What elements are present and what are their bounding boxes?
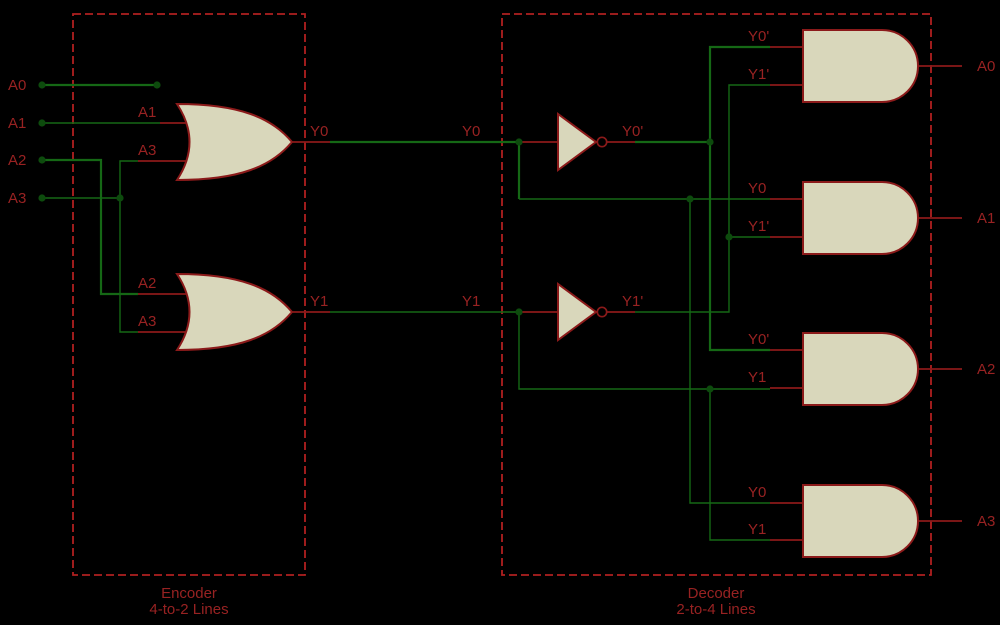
and-gate-1-icon[interactable] [802, 29, 919, 103]
input-label-a2: A2 [8, 152, 26, 169]
input-label-a1: A1 [8, 115, 26, 132]
junction-dot [38, 119, 46, 127]
not-gate-2-icon[interactable] [557, 282, 608, 342]
not2-out-label: Y1' [622, 293, 643, 310]
not-gate-1-icon[interactable] [557, 112, 608, 172]
net-y1-inverted[interactable] [635, 84, 770, 313]
and4-in2-label: Y1 [748, 521, 766, 538]
and1-in2-label: Y1' [748, 66, 769, 83]
junction-dot [153, 81, 161, 89]
and-gate-4-icon[interactable] [802, 484, 919, 558]
output-label-a2: A2 [977, 361, 995, 378]
or-gate-2-icon[interactable] [175, 272, 294, 352]
net-y1[interactable] [330, 311, 770, 541]
junction-dot [38, 81, 46, 89]
and-gate-3-icon[interactable] [802, 332, 919, 406]
bus-y0-label: Y0 [462, 123, 480, 140]
decoder-box [501, 13, 932, 576]
or2-in2-label: A3 [138, 313, 156, 330]
junction-dots [38, 81, 733, 393]
output-label-a3: A3 [977, 513, 995, 530]
and3-in2-label: Y1 [748, 369, 766, 386]
not1-out-label: Y0' [622, 123, 643, 140]
junction-dot [38, 156, 46, 164]
encoder-caption-line2: 4-to-2 Lines [149, 601, 228, 618]
decoder-caption-line2: 2-to-4 Lines [676, 601, 755, 618]
component-pins [138, 46, 962, 541]
and2-in1-label: Y0 [748, 180, 766, 197]
and4-in1-label: Y0 [748, 484, 766, 501]
junction-dot [686, 195, 694, 203]
junction-dot [706, 138, 714, 146]
junction-dot [725, 233, 733, 241]
net-a3[interactable] [42, 160, 138, 333]
or1-in1-label: A1 [138, 104, 156, 121]
junction-dot [706, 385, 714, 393]
junction-dot [38, 194, 46, 202]
or2-out-label: Y1 [310, 293, 328, 310]
not-gate-1-bubble [596, 136, 608, 148]
and-gate-2-icon[interactable] [802, 181, 919, 255]
input-label-a3: A3 [8, 190, 26, 207]
and1-in1-label: Y0' [748, 28, 769, 45]
and2-in2-label: Y1' [748, 218, 769, 235]
or1-out-label: Y0 [310, 123, 328, 140]
input-label-a0: A0 [8, 77, 26, 94]
encoder-caption-line1: Encoder [161, 585, 217, 602]
output-label-a1: A1 [977, 210, 995, 227]
and3-in1-label: Y0' [748, 331, 769, 348]
or2-in1-label: A2 [138, 275, 156, 292]
or1-in2-label: A3 [138, 142, 156, 159]
output-label-a0: A0 [977, 58, 995, 75]
junction-dot [515, 138, 523, 146]
net-y0-inverted[interactable] [635, 45, 770, 352]
or-gate-1-icon[interactable] [175, 102, 294, 182]
junction-dot [116, 194, 124, 202]
not-gate-2-bubble [596, 306, 608, 318]
decoder-caption-line1: Decoder [688, 585, 745, 602]
junction-dot [515, 308, 523, 316]
encoder-box [72, 13, 306, 576]
bus-y1-label: Y1 [462, 293, 480, 310]
